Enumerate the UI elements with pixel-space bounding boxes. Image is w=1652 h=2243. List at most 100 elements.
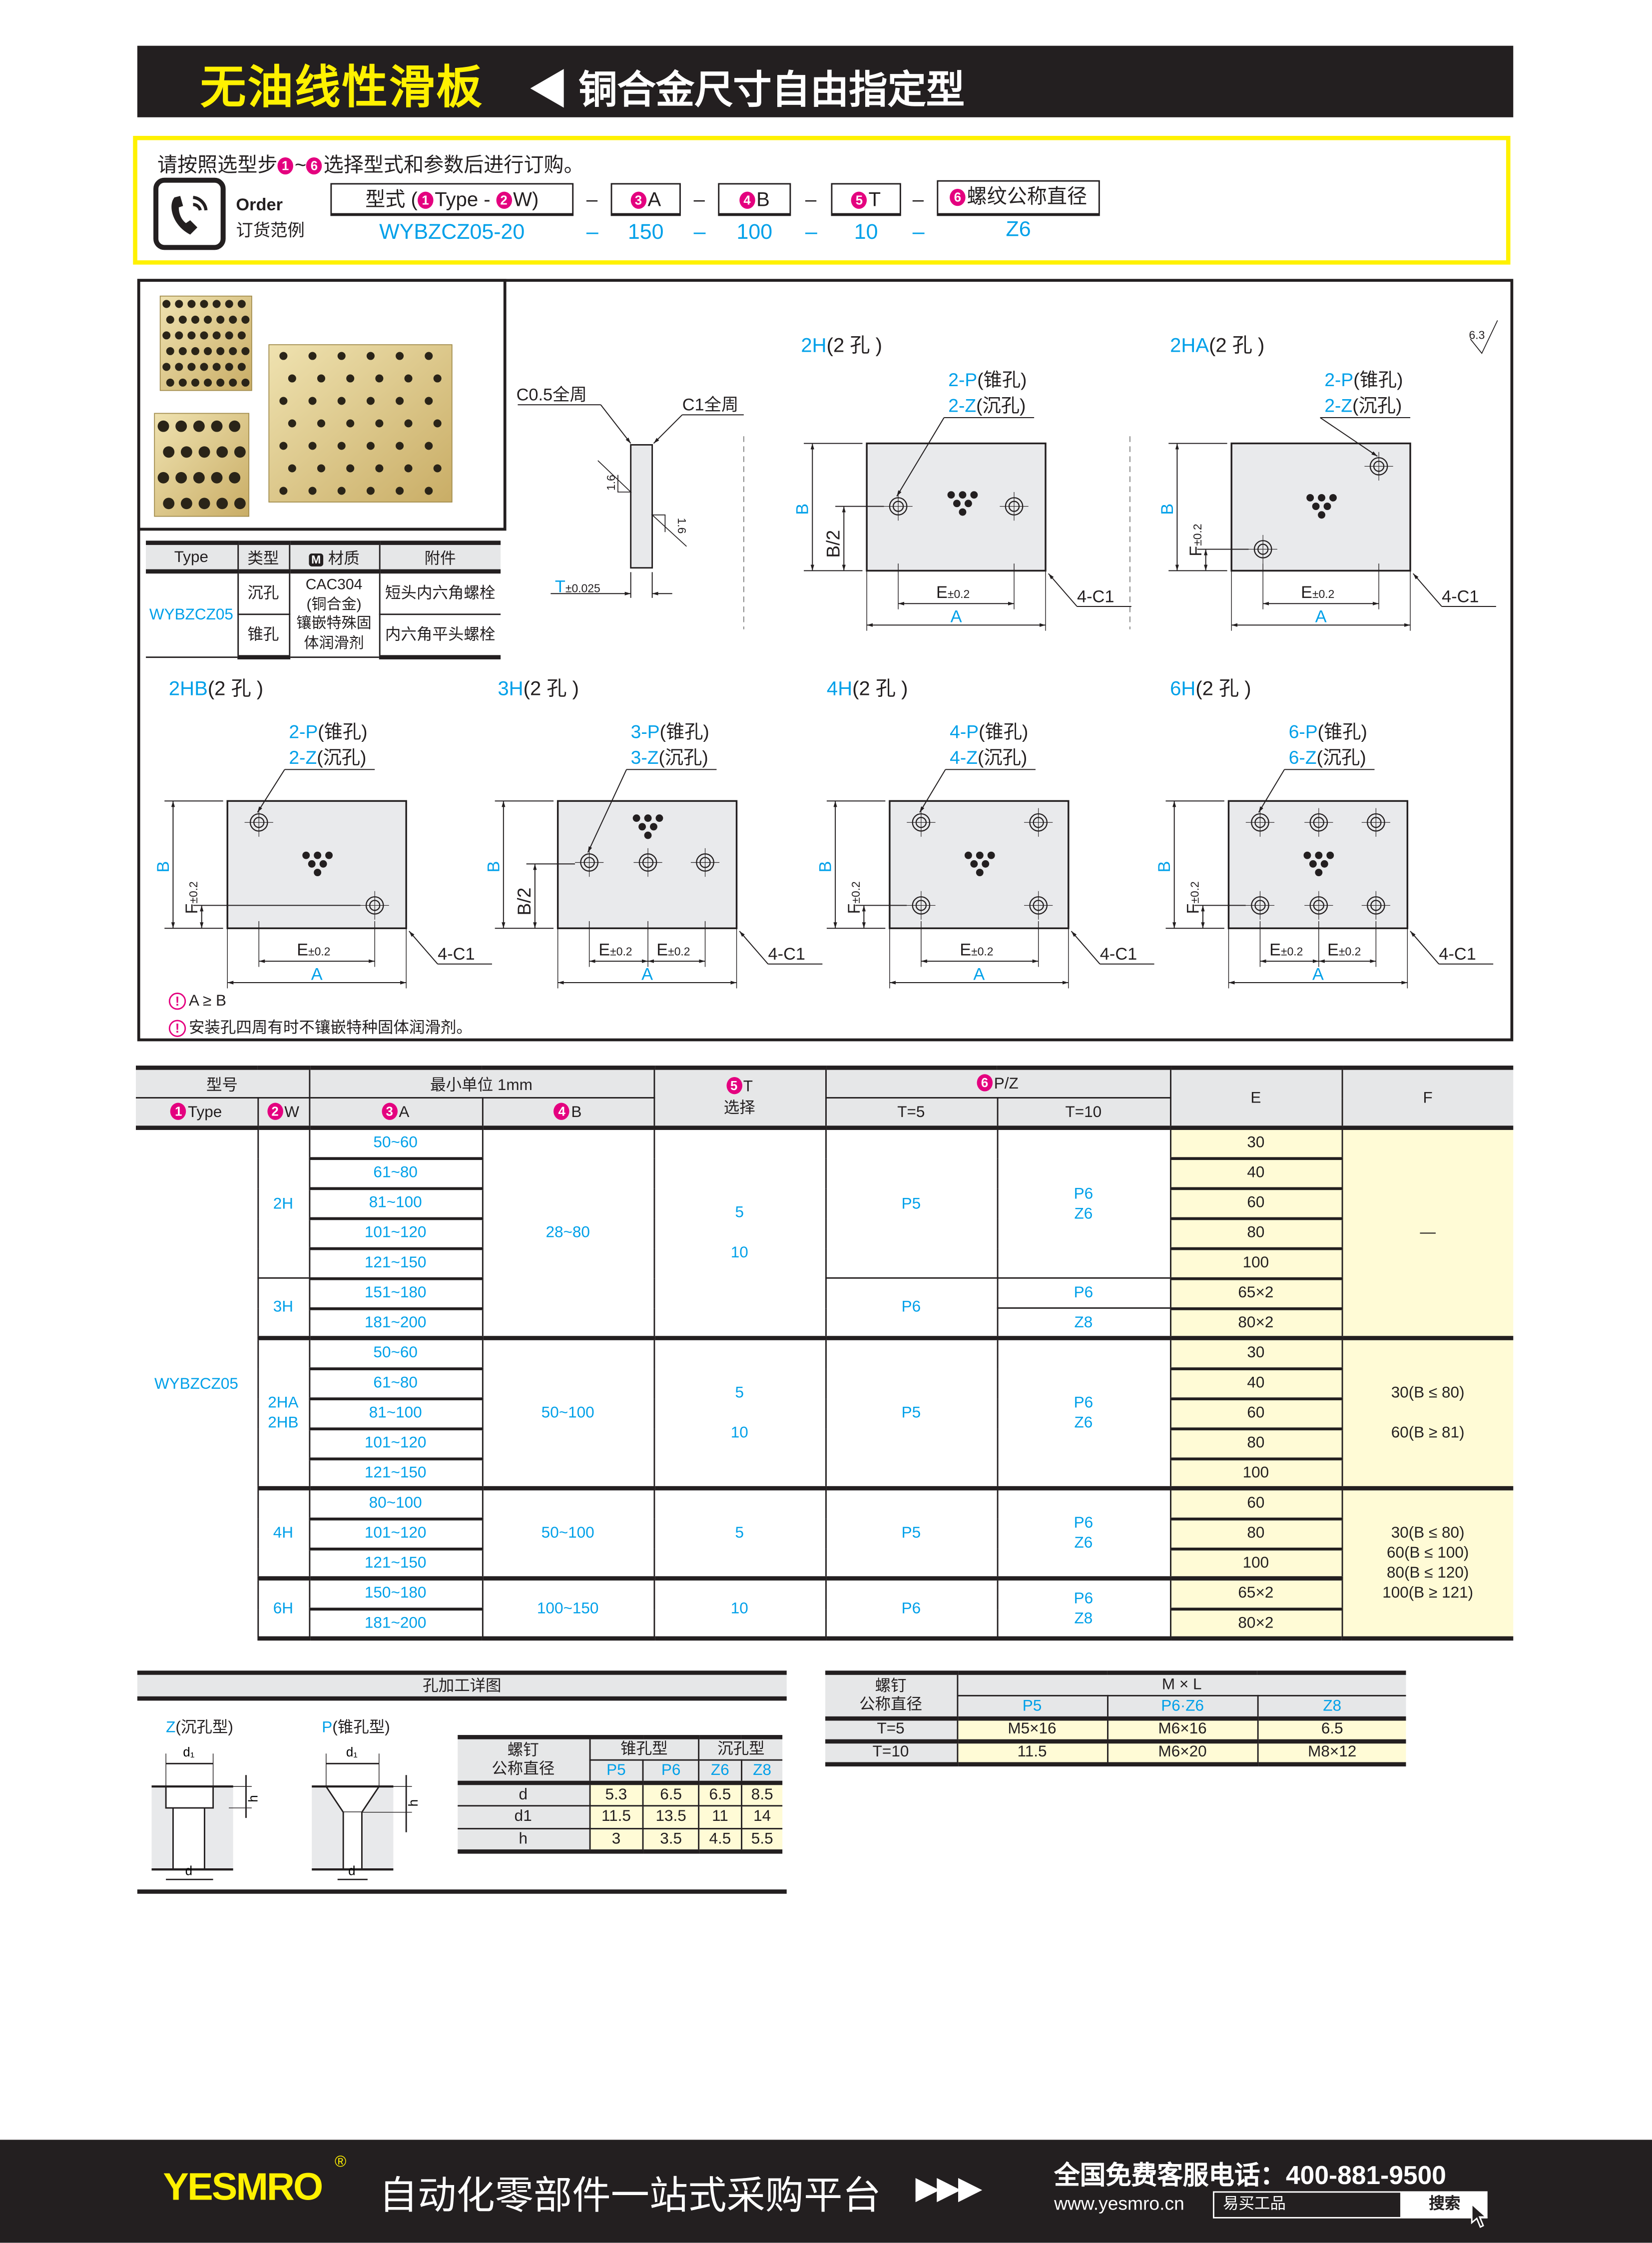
dimension-label: F±0.2 — [182, 881, 201, 914]
t-cell: 5 — [653, 1486, 826, 1579]
hole-spec-p: 2-P(锥孔) — [948, 369, 1027, 390]
hole-detail-panel: 孔加工详图 Z(沉孔型) P(锥孔型) d₁ d₁ h h d d — [137, 1671, 787, 1894]
hole-spec-z: 6-Z(沉孔) — [1289, 747, 1366, 768]
header-t5: T=5 — [824, 1097, 998, 1130]
dimension-label: E±0.2 — [1327, 941, 1361, 960]
header-unit: 最小单位 1mm — [308, 1066, 654, 1099]
separator: – — [586, 187, 598, 210]
drawing-title: 2H(2 孔 ) — [801, 334, 882, 356]
separator: – — [912, 187, 924, 210]
dimension-label: E±0.2 — [598, 941, 632, 960]
type-code: WYBZCZ05 — [146, 570, 238, 658]
drawing-title: 2HA(2 孔 ) — [1170, 334, 1264, 356]
note-a-ge-b: !A ≥ B — [168, 993, 226, 1010]
mounting-hole-icon — [1000, 492, 1029, 521]
w-cell: 6H — [256, 1576, 310, 1641]
dim-h: h — [246, 1795, 260, 1802]
row-label: T=10 — [825, 1740, 958, 1767]
mounting-hole-icon — [575, 848, 604, 877]
step-badge: 6 — [950, 188, 966, 206]
value-thread: Z6 — [1006, 217, 1031, 242]
drawing-4h: 4H(2 孔 )4-P(锥孔)4-Z(沉孔)BF±0.2E±0.2A4-C1 — [816, 678, 1154, 989]
footer-banner: YESMRO ® 自动化零部件一站式采购平台 ▶▶▶ 全国免费客服电话：400-… — [0, 2140, 1652, 2243]
step-badge: 4 — [739, 191, 755, 209]
col-p5: P5 — [957, 1694, 1108, 1721]
t10-cell: Z8 — [996, 1307, 1171, 1339]
website-url[interactable]: www.yesmro.cn — [1054, 2193, 1184, 2215]
value-a: 150 — [627, 220, 664, 245]
w-cell: 2HA 2HB — [256, 1336, 310, 1489]
mounting-hole-icon — [360, 891, 389, 920]
lubricant-dots — [947, 491, 978, 516]
warning-icon: ! — [168, 1020, 186, 1037]
cell: M5×16 — [956, 1717, 1108, 1744]
a-cell: 81~100 — [308, 1187, 483, 1219]
col-header: Type — [146, 541, 238, 574]
search-input[interactable]: 易买工品 — [1212, 2191, 1402, 2219]
cell: 6.5 — [698, 1782, 742, 1807]
e-cell: 40 — [1169, 1367, 1342, 1400]
hole-section-drawings: d₁ d₁ h h d d — [151, 1745, 421, 1880]
drawing-label: 4-C1 — [1077, 587, 1114, 606]
field-label: A — [647, 187, 661, 210]
t10-cell: P6 Z6 — [996, 1336, 1171, 1489]
e-cell: 80×2 — [1169, 1608, 1342, 1641]
t10-cell: P6 Z8 — [996, 1576, 1171, 1641]
header-ml: M × L — [956, 1671, 1406, 1696]
drawing-label: A — [1312, 965, 1324, 984]
drawing-label: 4-C1 — [1442, 587, 1479, 606]
step-badge: 3 — [630, 191, 646, 209]
a-cell: 101~120 — [308, 1427, 483, 1460]
col-header: 附件 — [378, 541, 501, 574]
cell: 13.5 — [642, 1805, 700, 1830]
registered-mark: ® — [334, 2154, 347, 2172]
col-z8: Z8 — [740, 1759, 783, 1785]
cell: 3 — [588, 1828, 644, 1854]
w-cell: 4H — [256, 1486, 310, 1579]
step-badge: 1 — [170, 1103, 187, 1120]
dimension-label: E±0.2 — [297, 941, 330, 960]
material-cell: CAC304 (铜合金) 镶嵌特殊固 体润滑剂 — [288, 570, 380, 658]
t5-cell: P5 — [824, 1336, 998, 1489]
col-p5: P5 — [589, 1759, 644, 1785]
hole-spec-p: 3-P(锥孔) — [631, 721, 709, 742]
separator: – — [693, 187, 705, 210]
drawing-label: A — [641, 965, 653, 984]
mounting-hole-icon — [1364, 452, 1393, 481]
header-label: P/Z — [994, 1076, 1019, 1093]
cell: 3.5 — [642, 1828, 700, 1854]
cell: 11.5 — [588, 1805, 644, 1830]
t-cell: 5 10 — [653, 1336, 826, 1489]
e-cell: 80 — [1169, 1217, 1342, 1250]
field-label: T — [868, 187, 881, 210]
mounting-hole-icon — [1361, 891, 1391, 920]
mounting-hole-icon — [633, 848, 662, 877]
t10-cell: P6 — [996, 1277, 1171, 1309]
counterbore-section — [151, 1753, 252, 1880]
cell: 14 — [740, 1805, 783, 1830]
mounting-hole-icon — [1248, 535, 1277, 564]
step-badge: 1 — [277, 157, 293, 175]
cell: M6×16 — [1106, 1717, 1259, 1744]
t5-cell: P6 — [824, 1277, 998, 1339]
mounting-hole-icon — [1245, 891, 1275, 920]
z-code: Z — [166, 1719, 176, 1736]
accessory-cell: 内六角平头螺栓 — [378, 613, 501, 659]
w-cell: 2H — [256, 1125, 310, 1279]
a-cell: 61~80 — [308, 1157, 483, 1189]
title-bar: 无油线性滑板 ◀ 铜合金尺寸自由指定型 — [137, 45, 1514, 117]
a-cell: 50~60 — [308, 1125, 483, 1159]
e-cell: 40 — [1169, 1157, 1342, 1189]
header-e: E — [1169, 1066, 1343, 1130]
a-cell: 61~80 — [308, 1367, 483, 1400]
